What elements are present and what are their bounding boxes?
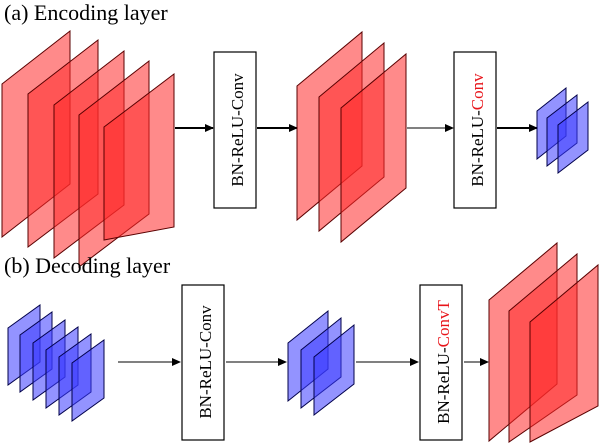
decoding-caption: (b) Decoding layer (4, 253, 171, 278)
feature-map (340, 52, 407, 244)
feature-map (557, 100, 589, 175)
encoding-caption: (a) Encoding layer (4, 0, 168, 25)
encoding-op2-label: BN-ReLU-Conv (468, 73, 487, 187)
decoding-mid-feature-maps (287, 309, 355, 417)
decoding-op1-label: BN-ReLU-Conv (196, 305, 215, 419)
encoding-input-feature-maps (1, 29, 175, 269)
decoding-op2-box (419, 284, 463, 441)
encoding-op2-box (453, 51, 497, 209)
decoding-output-feature-maps (488, 241, 599, 443)
decoding-input-feature-maps (7, 304, 105, 422)
feature-map (103, 72, 175, 241)
feature-map (71, 339, 105, 422)
encoding-mid-feature-maps (296, 30, 407, 244)
encoding-op1-box (213, 51, 257, 209)
decoding-op2-label: BN-ReLU-ConvT (434, 300, 453, 424)
feature-map (313, 323, 355, 417)
decoding-op1-box (181, 284, 225, 441)
feature-map (529, 263, 599, 443)
encoding-op1-label: BN-ReLU-Conv (228, 73, 247, 187)
encoding-output-feature-maps (536, 86, 589, 175)
